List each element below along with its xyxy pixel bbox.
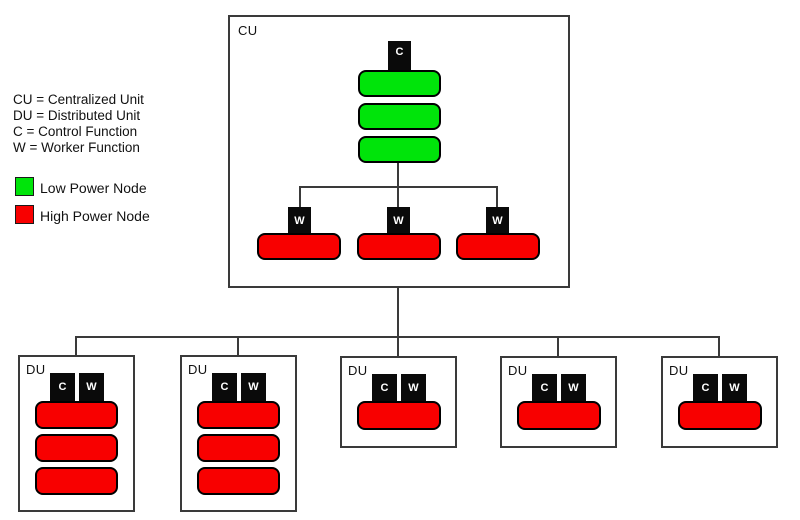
du-control-tab: C (532, 374, 557, 402)
du-stub-1 (75, 336, 77, 356)
high-power-node (197, 467, 280, 495)
du-stub-2 (237, 336, 239, 356)
legend-definition-du: DU = Distributed Unit (13, 108, 141, 123)
high-power-node (678, 401, 762, 430)
high-power-swatch (15, 205, 34, 224)
du-box-1: DU C W (18, 355, 135, 512)
du-worker-tab: W (561, 374, 586, 402)
high-power-node (35, 401, 118, 429)
du-control-tab: C (212, 373, 237, 401)
cu-worker-tab-3: W (486, 207, 509, 234)
du-box-3: DU C W (340, 356, 457, 448)
legend-definition-c: C = Control Function (13, 124, 138, 139)
cu-stack-connector (397, 163, 399, 188)
du-worker-tab: W (79, 373, 104, 401)
high-power-node (257, 233, 341, 260)
du-control-tab: C (50, 373, 75, 401)
du-box-label: DU (188, 362, 208, 377)
high-power-node (35, 467, 118, 495)
du-worker-tab: W (401, 374, 426, 402)
low-power-node (358, 136, 441, 163)
low-power-node (358, 70, 441, 97)
cu-worker-tab-1: W (288, 207, 311, 234)
high-power-label: High Power Node (40, 208, 150, 224)
du-box-label: DU (348, 363, 368, 378)
low-power-node (358, 103, 441, 130)
du-box-4: DU C W (500, 356, 617, 448)
du-bus (75, 336, 720, 338)
high-power-node (357, 401, 441, 430)
high-power-node (197, 401, 280, 429)
cu-box-label: CU (238, 23, 258, 38)
cu-control-tab: C (388, 41, 411, 77)
du-worker-tab: W (722, 374, 747, 402)
high-power-node (197, 434, 280, 462)
du-control-tab: C (693, 374, 718, 402)
cu-du-trunk (397, 288, 399, 357)
high-power-node (456, 233, 540, 260)
legend-definition-cu: CU = Centralized Unit (13, 92, 144, 107)
high-power-node (357, 233, 441, 260)
cu-worker-stub-3 (496, 186, 498, 208)
du-box-5: DU C W (661, 356, 778, 448)
cu-box: CU C W W W (228, 15, 570, 288)
du-box-label: DU (669, 363, 689, 378)
du-worker-tab: W (241, 373, 266, 401)
du-control-tab: C (372, 374, 397, 402)
low-power-swatch (15, 177, 34, 196)
low-power-label: Low Power Node (40, 180, 147, 196)
cu-worker-tab-2: W (387, 207, 410, 234)
du-box-label: DU (508, 363, 528, 378)
du-box-label: DU (26, 362, 46, 377)
du-stub-4 (557, 336, 559, 357)
high-power-node (35, 434, 118, 462)
cu-worker-stub-2 (397, 186, 399, 208)
legend-definition-w: W = Worker Function (13, 140, 140, 155)
du-stub-5 (718, 336, 720, 357)
du-box-2: DU C W (180, 355, 297, 512)
high-power-node (517, 401, 601, 430)
cu-worker-stub-1 (299, 186, 301, 208)
